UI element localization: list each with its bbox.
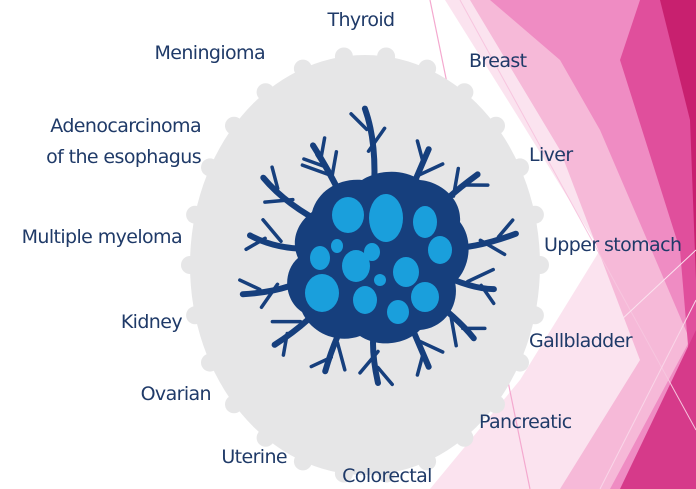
nucleus xyxy=(364,243,380,261)
label-colorectal: Colorectal xyxy=(342,465,432,487)
nucleus xyxy=(387,300,409,324)
nucleus xyxy=(310,246,330,270)
disc-bump xyxy=(511,158,529,176)
disc-bump xyxy=(201,158,219,176)
nucleus xyxy=(305,274,339,312)
disc-bump xyxy=(201,354,219,372)
label-upper-stomach: Upper stomach xyxy=(544,234,681,256)
disc-bump xyxy=(225,117,243,135)
nucleus xyxy=(353,286,377,314)
nucleus xyxy=(331,239,343,253)
label-meningioma: Meningioma xyxy=(154,42,265,64)
disc-bump xyxy=(186,306,204,324)
label-adenocarcinoma-line2: of the esophagus xyxy=(46,146,201,168)
label-gallbladder: Gallbladder xyxy=(529,330,633,352)
dendrite-twig xyxy=(265,200,293,203)
disc-bump xyxy=(531,256,549,274)
disc-bump xyxy=(487,117,505,135)
label-uterine: Uterine xyxy=(221,446,287,468)
disc-bump xyxy=(526,306,544,324)
disc-bump xyxy=(418,60,436,78)
label-breast: Breast xyxy=(469,50,527,72)
label-pancreatic: Pancreatic xyxy=(479,411,572,433)
label-liver: Liver xyxy=(529,144,573,166)
disc-bump xyxy=(511,354,529,372)
disc-bump xyxy=(526,206,544,224)
nucleus xyxy=(428,236,452,264)
disc-bump xyxy=(377,48,395,66)
label-thyroid: Thyroid xyxy=(326,9,394,31)
label-adenocarcinoma-line1: Adenocarcinoma xyxy=(50,115,201,137)
disc-bump xyxy=(181,256,199,274)
nucleus xyxy=(411,282,439,312)
nucleus xyxy=(413,206,437,238)
disc-bump xyxy=(257,429,275,447)
disc-bump xyxy=(225,395,243,413)
label-ovarian: Ovarian xyxy=(141,383,211,405)
disc-bump xyxy=(294,452,312,470)
nucleus xyxy=(369,194,403,242)
nucleus xyxy=(332,197,364,233)
disc-bump xyxy=(257,83,275,101)
disc-bump xyxy=(186,206,204,224)
disc-bump xyxy=(455,429,473,447)
nucleus xyxy=(374,274,386,286)
nucleus xyxy=(393,257,419,287)
label-kidney: Kidney xyxy=(121,311,183,333)
disc-bump xyxy=(335,48,353,66)
disc-bump xyxy=(455,83,473,101)
label-multiple-myeloma: Multiple myeloma xyxy=(22,226,182,248)
disc-bump xyxy=(294,60,312,78)
